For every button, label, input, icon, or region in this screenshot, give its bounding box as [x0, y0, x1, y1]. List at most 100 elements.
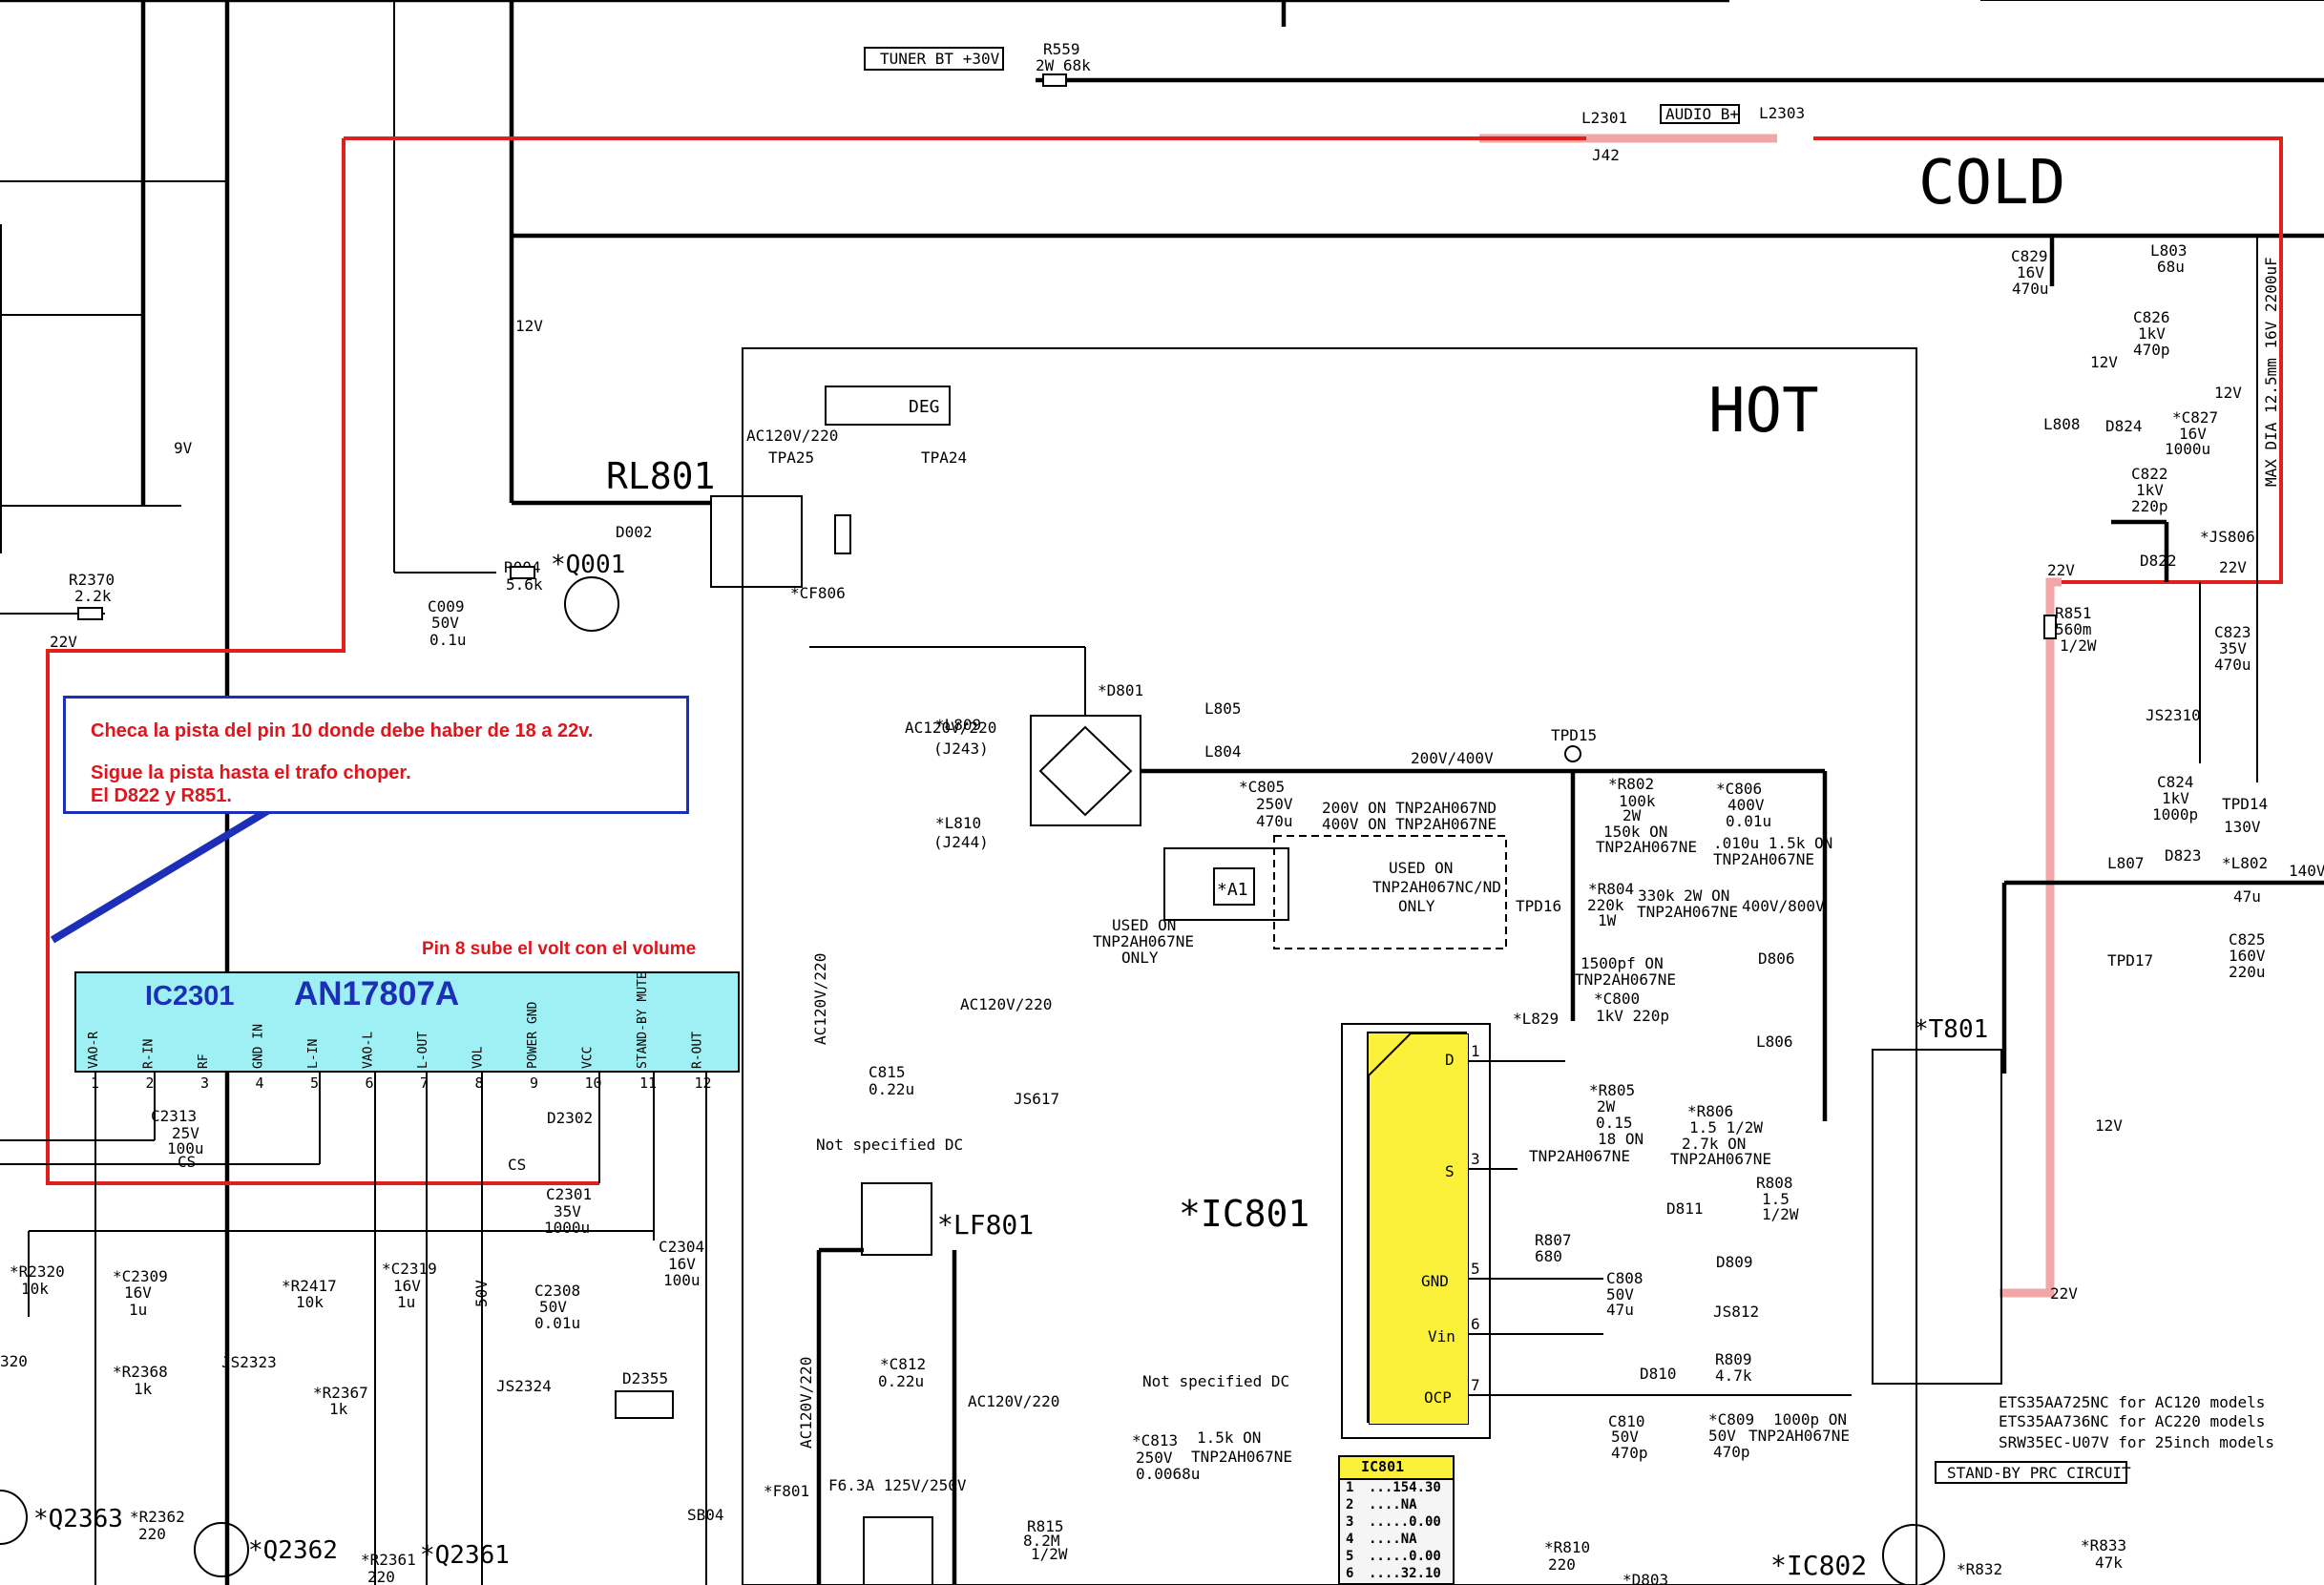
- ic2301-pin-number: 8: [474, 1074, 484, 1092]
- r2320-label: *R2320: [10, 1262, 65, 1281]
- t801-label: *T801: [1914, 1015, 1988, 1044]
- hot-label: HOT: [1708, 376, 1819, 447]
- ic2301-pin-label: RF: [197, 1053, 211, 1069]
- c823-label: C823: [2214, 623, 2251, 641]
- r804-value: 220k: [1587, 896, 1624, 914]
- c2301-c: 1000u: [544, 1219, 590, 1237]
- tpd17-label: TPD17: [2107, 951, 2153, 970]
- component-box: [863, 1516, 933, 1585]
- l803-label: L803: [2150, 241, 2188, 260]
- r802-w: 2W: [1623, 806, 1642, 824]
- table-row: 4....NA: [1340, 1532, 1453, 1549]
- v22-label: 22V: [2050, 1284, 2078, 1303]
- relay: [710, 495, 803, 588]
- table-value: ....NA: [1369, 1497, 1417, 1512]
- r806-value: 1.5 1/2W: [1689, 1118, 1763, 1137]
- ic2301-pin-label: STAND-BY MUTE: [636, 973, 650, 1069]
- c808-c: 47u: [1606, 1301, 1634, 1319]
- l807-label: L807: [2107, 854, 2145, 872]
- ic2301-pin-label: POWER GND: [526, 1001, 540, 1069]
- pin8-note: Pin 8 sube el volt con el volume: [422, 939, 697, 959]
- table-pin: 4: [1346, 1532, 1354, 1547]
- ic2301-pin-number: 7: [420, 1074, 429, 1092]
- c2308-v: 50V: [539, 1298, 567, 1316]
- ic801-outline: [1341, 1023, 1491, 1439]
- c808-label: C808: [1606, 1269, 1644, 1287]
- c2309-c: 1u: [129, 1301, 147, 1319]
- pin-vin: Vin: [1428, 1327, 1455, 1345]
- c805-v: 250V: [1256, 795, 1293, 813]
- ic2301-pin-label: VCC: [581, 1047, 596, 1069]
- l808-label: L808: [2043, 415, 2081, 433]
- transistor: [194, 1522, 249, 1577]
- a1-box: [1163, 847, 1289, 921]
- a1-part: [1213, 867, 1255, 906]
- pin-d: D: [1445, 1051, 1455, 1069]
- transistor: [0, 1490, 28, 1545]
- c806-note: .010u 1.5k ON: [1713, 834, 1832, 852]
- t801-note: ETS35AA736NC for AC220 models: [1999, 1412, 2265, 1430]
- rl801-label: RL801: [606, 455, 715, 497]
- resistor: [1042, 73, 1067, 87]
- l806-label: L806: [1756, 1032, 1793, 1051]
- c809-label: *C809: [1708, 1410, 1754, 1429]
- t801-note: SRW35EC-U07V for 25inch models: [1999, 1433, 2274, 1451]
- r802-note: 150k ON: [1603, 823, 1667, 841]
- l829-label: *L829: [1513, 1010, 1559, 1028]
- table-pin: 2: [1346, 1497, 1354, 1512]
- c2308-label: C2308: [534, 1282, 580, 1300]
- r2417-value: 10k: [296, 1293, 324, 1311]
- r833-value: 47k: [2095, 1554, 2123, 1572]
- c815-label: C815: [869, 1063, 906, 1081]
- js-note: USED ON: [1389, 859, 1453, 877]
- d810-label: D810: [1640, 1365, 1677, 1383]
- transistor: [564, 576, 619, 632]
- r2367-value: 1k: [329, 1400, 348, 1418]
- ic801-label: *IC801: [1179, 1193, 1309, 1235]
- d002-label: D002: [616, 523, 653, 541]
- tuner-box: [864, 47, 1004, 71]
- rail-label: 400V/800V: [1742, 897, 1825, 915]
- table-row: 3.....0.00: [1340, 1514, 1453, 1532]
- r810-value: 220: [1548, 1555, 1576, 1574]
- j243-label: (J243): [933, 740, 989, 758]
- ic801-pins: D S GND Vin OCP: [1369, 1033, 1469, 1425]
- r802-note: TNP2AH067NE: [1596, 838, 1697, 856]
- ic801-pin-number: 1: [1471, 1042, 1480, 1060]
- c810-v: 50V: [1611, 1428, 1639, 1446]
- audio-label: AUDIO B+: [1665, 105, 1739, 123]
- ac-label: AC120V/220: [968, 1392, 1059, 1410]
- c800-label: *C800: [1594, 990, 1640, 1008]
- r805-note: TNP2AH067NE: [1529, 1147, 1630, 1165]
- f801-value: F6.3A 125V/250V: [828, 1476, 967, 1494]
- r806-label: *R806: [1687, 1102, 1733, 1120]
- ic2301-pin-label: VAO-R: [87, 1032, 101, 1069]
- r2362-label: *R2362: [130, 1508, 185, 1526]
- js812-label: JS812: [1713, 1303, 1759, 1321]
- c827-c: 1000u: [2165, 440, 2210, 458]
- v22-label: 22V: [2047, 561, 2075, 579]
- ic2301-pin-label: L-OUT: [416, 1032, 430, 1069]
- transformer: [1872, 1049, 2002, 1385]
- deg-box: [825, 386, 951, 426]
- r805-value: 0.15: [1596, 1114, 1633, 1132]
- audio-box: [1660, 104, 1740, 124]
- c2313-label: C2313: [151, 1107, 197, 1125]
- table-row: 1...154.30: [1340, 1480, 1453, 1497]
- r807-label: R807: [1535, 1231, 1572, 1249]
- v12-label: 12V: [2095, 1116, 2123, 1135]
- c810-c: 470p: [1611, 1444, 1648, 1462]
- c009-label: C009: [428, 597, 465, 615]
- r851-value: 560m: [2055, 620, 2092, 638]
- note-line-3: El D822 y R851.: [91, 785, 232, 806]
- v140-label: 140V: [2289, 862, 2324, 880]
- ac-label: AC120V/220: [811, 953, 829, 1045]
- cold-label: COLD: [1918, 148, 2065, 219]
- c2319-v: 16V: [393, 1277, 421, 1295]
- q2361-label: *Q2361: [420, 1541, 510, 1570]
- ic2301-pin-number: 2: [145, 1074, 155, 1092]
- v12-label: 12V: [515, 317, 543, 335]
- r2361-value: 220: [367, 1568, 395, 1585]
- c824-c: 1000p: [2152, 805, 2198, 824]
